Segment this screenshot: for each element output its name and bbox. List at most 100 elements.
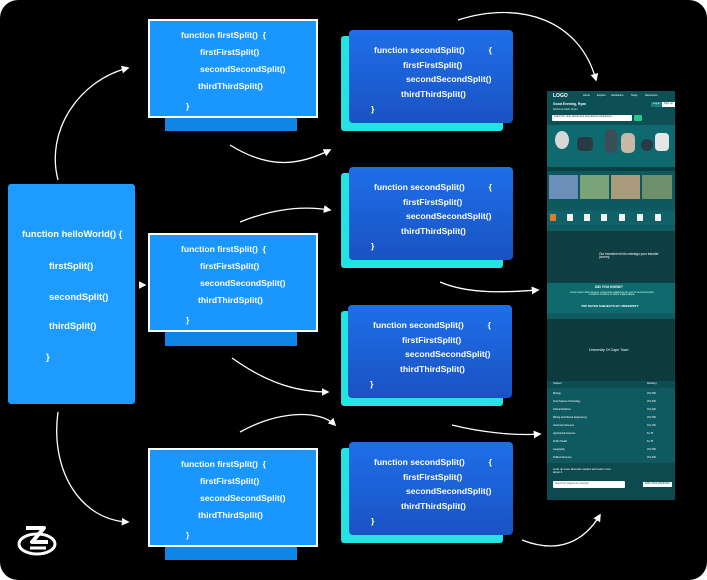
site-nav-4: Study: [631, 94, 638, 97]
root-line-2: firstSplit(): [49, 260, 94, 271]
site-row-6-subject: Agricultural Sciences: [553, 432, 576, 435]
site-logos-row: [547, 211, 675, 225]
ss1-line-4: thirdThirdSplit(): [401, 89, 466, 99]
fs3-line-4: thirdThirdSplit(): [198, 510, 263, 520]
fs2-line-1: function firstSplit() {: [181, 244, 266, 254]
site-nav-2: Explore: [597, 94, 606, 97]
ss1-line-3: secondSecondSplit(): [406, 74, 492, 84]
ss2-line-3: secondSecondSplit(): [406, 211, 492, 221]
ss1-line-2: firstFirstSplit(): [403, 60, 463, 70]
arrow-root-to-box3: [56, 411, 130, 526]
site-footer-search[interactable]: [553, 481, 625, 488]
arrow-root-to-box1: [54, 65, 130, 181]
fs1-line-1: function firstSplit() {: [181, 30, 266, 40]
site-row-8-rank: 201-250: [647, 448, 656, 451]
fs3-line-1: function firstSplit() {: [181, 459, 266, 469]
site-row-1-rank: 201-250: [647, 392, 656, 395]
site-row-3-rank: 151-200: [647, 408, 656, 411]
fs1-line-5: }: [186, 101, 190, 111]
fs1-line-3: secondSecondSplit(): [200, 64, 286, 74]
site-row-1-subject: Biology: [553, 392, 561, 395]
site-footer: Look up more favourite subject and learn…: [547, 463, 675, 500]
ss1-line-5: }: [371, 104, 375, 114]
ss4-line-1: function secondSplit() {: [374, 457, 492, 467]
fs3-line-5: }: [186, 530, 190, 540]
root-line-5: }: [46, 351, 50, 362]
site-row-9-rank: 201-300: [647, 456, 656, 459]
fs1-line-4: thirdThirdSplit(): [198, 81, 263, 91]
site-header: LOGO Home Explore Institutions Study Res…: [547, 91, 675, 125]
site-logo: LOGO: [553, 93, 568, 99]
first-split-box-2: function firstSplit() { firstFirstSplit(…: [148, 233, 318, 332]
arrow-box3-to-ss4: [239, 413, 337, 433]
arrow-ss4-to-site: [521, 513, 601, 547]
site-search-bar[interactable]: [552, 115, 632, 121]
arrow-box2-to-ss3: [231, 357, 330, 396]
fs3-line-2: firstFirstSplit(): [200, 476, 260, 486]
site-did-you-know-title: DID YOU KNOW?: [595, 285, 623, 289]
site-table-header-subject: Subject: [553, 382, 562, 385]
site-hero-photo: [547, 125, 675, 167]
site-footer-search-text: Search for subjects in university: [555, 482, 589, 485]
first-split-box-3: function firstSplit() { firstFirstSplit(…: [148, 448, 318, 547]
site-footer-question: Look up more favourite subject and learn…: [553, 467, 611, 474]
ss3-line-3: secondSecondSplit(): [405, 349, 491, 359]
ss3-line-4: thirdThirdSplit(): [400, 364, 465, 374]
ss2-line-5: }: [371, 241, 375, 251]
ss2-line-4: thirdThirdSplit(): [401, 226, 466, 236]
root-line-4: thirdSplit(): [49, 320, 97, 331]
site-row-4-subject: Mining and Mineral Engineering: [553, 416, 587, 419]
ss3-line-2: firstFirstSplit(): [402, 335, 462, 345]
fs2-line-3: secondSecondSplit(): [200, 278, 286, 288]
root-line-1: function helloWorld() {: [22, 228, 123, 239]
site-search-button[interactable]: [634, 115, 642, 121]
ss4-line-2: firstFirstSplit(): [403, 472, 463, 482]
site-row-4-rank: 201-250: [647, 416, 656, 419]
fs2-line-5: }: [186, 315, 190, 325]
fs2-line-2: firstFirstSplit(): [200, 261, 260, 271]
ss3-line-1: function secondSplit() {: [373, 320, 491, 330]
ss4-line-4: thirdThirdSplit(): [401, 501, 466, 511]
second-split-box-2: function secondSplit() { firstFirstSplit…: [349, 167, 513, 260]
arrow-box2top-to-ss2: [239, 205, 332, 223]
second-split-box-4: function secondSplit() { firstFirstSplit…: [349, 442, 513, 535]
arrow-ss2-to-site: [439, 281, 540, 295]
site-row-6-rank: 51-75: [647, 432, 654, 435]
site-signup[interactable]: Sign up: [662, 102, 675, 107]
site-row-9-subject: Political Sciences: [553, 456, 572, 459]
site-nav-3: Institutions: [611, 94, 624, 97]
site-ranking-table: Subject Ranking Biology 201-250 Food Sci…: [547, 381, 675, 463]
site-login[interactable]: Log in: [651, 102, 663, 107]
site-footer-button[interactable]: 2022 2023 RANKING: [643, 482, 672, 487]
site-hero-heading: Our investment into redesign your transf…: [599, 252, 659, 260]
arrow-box1-to-ss2: [229, 144, 332, 164]
site-did-you-know: DID YOU KNOW? Lorem ipsum dolor sit amet…: [547, 283, 675, 313]
site-row-5-rank: 101-150: [647, 424, 656, 427]
first-split-box-1: function firstSplit() { firstFirstSplit(…: [148, 19, 318, 118]
hello-world-box: function helloWorld() { firstSplit() sec…: [8, 184, 135, 404]
site-search-prompt: Search for study abroad and internationa…: [554, 115, 612, 118]
site-nav-5: Resources: [645, 94, 658, 97]
ss1-line-1: function secondSplit() {: [374, 45, 492, 55]
website-preview: LOGO Home Explore Institutions Study Res…: [547, 91, 675, 500]
site-university-banner: University Of Cape Town: [547, 319, 675, 381]
site-university-name: University Of Cape Town: [589, 348, 629, 352]
second-split-box-1: function secondSplit() { firstFirstSplit…: [349, 30, 513, 123]
ss2-line-2: firstFirstSplit(): [403, 197, 463, 207]
fs3-line-3: secondSecondSplit(): [200, 493, 286, 503]
site-row-5-subject: Veterinary Sciences: [553, 424, 575, 427]
site-greeting: Good Evening, Ryan: [553, 102, 587, 106]
second-split-box-3: function secondSplit() { firstFirstSplit…: [348, 305, 512, 398]
fs1-line-2: firstFirstSplit(): [200, 47, 260, 57]
site-row-2-subject: Food Science Technology: [553, 400, 581, 403]
ss4-line-3: secondSecondSplit(): [406, 486, 492, 496]
site-did-you-know-body: Lorem ipsum dolor sit amet, consectetur …: [570, 291, 654, 297]
brand-logo-icon: [17, 526, 57, 556]
ss2-line-1: function secondSplit() {: [374, 182, 492, 192]
site-row-7-rank: 51-75: [647, 440, 654, 443]
site-campus-row: [547, 171, 675, 207]
ss4-line-5: }: [371, 516, 375, 526]
site-top-subjects: TOP RATED SUBJECTS BY UNIVERSITY: [581, 304, 639, 308]
site-row-2-rank: 251-300: [647, 400, 656, 403]
